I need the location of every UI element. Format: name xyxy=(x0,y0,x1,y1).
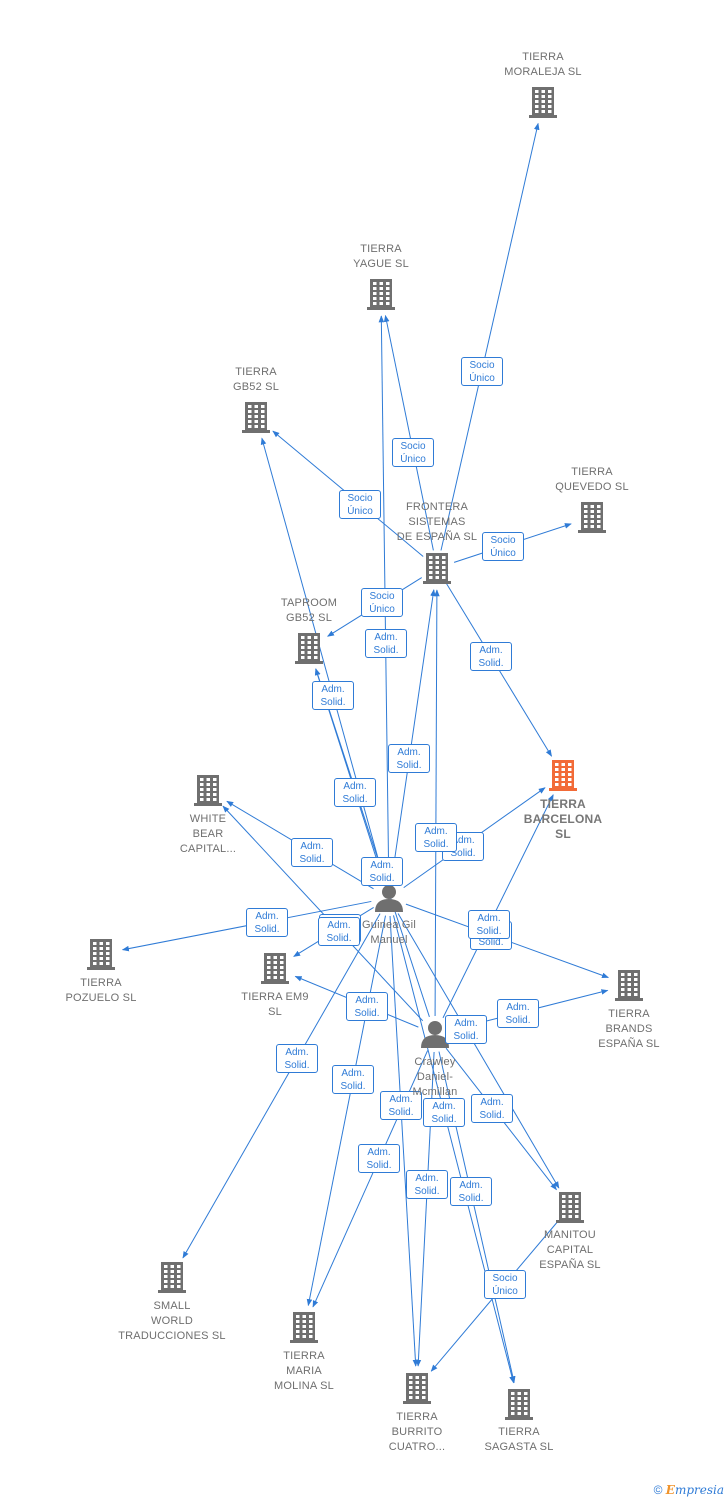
edge-label-frontera-barcelona[interactable]: Adm. Solid. xyxy=(470,642,512,671)
node-label-taproom[interactable]: TAPROOM GB52 SL xyxy=(280,597,338,624)
edge-guinea-manitou xyxy=(397,913,560,1189)
edge-label-crawley-brands[interactable]: Adm. Solid. xyxy=(497,999,539,1028)
edge-label-frontera-yague[interactable]: Socio Único xyxy=(392,438,434,467)
copyright-symbol: © xyxy=(653,1483,663,1497)
edge-label-guinea-taproom[interactable]: Adm. Solid. xyxy=(334,778,376,807)
edge-guinea-maria xyxy=(306,915,386,1307)
edge-label-crawley-barcelona[interactable]: Adm. Solid. xyxy=(468,910,510,939)
brand-logo[interactable]: Empresia xyxy=(665,1483,724,1497)
edge-label-guinea-smallworld[interactable]: Adm. Solid. xyxy=(276,1044,318,1073)
building-icon[interactable] xyxy=(158,1262,186,1293)
edge-guinea-sagasta xyxy=(392,915,515,1384)
edge-label-crawley-whitebear[interactable]: Adm. Solid. xyxy=(318,917,360,946)
building-icon[interactable] xyxy=(615,970,643,1001)
edge-crawley-taproom xyxy=(315,668,430,1018)
edge-guinea-smallworld xyxy=(182,913,381,1259)
edge-label-guinea-pozuelo[interactable]: Adm. Solid. xyxy=(246,908,288,937)
edge-label-crawley-sagasta[interactable]: Adm. Solid. xyxy=(450,1177,492,1206)
node-label-barcelona[interactable]: TIERRA BARCELONA SL xyxy=(523,797,603,841)
node-label-crawley[interactable]: Crawley Daniel- Mcmillan xyxy=(412,1056,458,1098)
edge-crawley-whitebear xyxy=(222,805,424,1022)
building-icon[interactable] xyxy=(295,633,323,664)
footer-brand: © Empresia xyxy=(654,1483,724,1497)
node-label-manitou[interactable]: MANITOU CAPITAL ESPAÑA SL xyxy=(539,1229,601,1271)
node-label-brands[interactable]: TIERRA BRANDS ESPAÑA SL xyxy=(598,1008,660,1050)
edge-crawley-barcelona xyxy=(442,794,554,1019)
edge-label-guinea-whitebear[interactable]: Adm. Solid. xyxy=(291,838,333,867)
person-icon[interactable] xyxy=(421,1021,449,1048)
edge-label-frontera-moraleja[interactable]: Socio Único xyxy=(461,357,503,386)
edge-label-frontera-quevedo[interactable]: Socio Único xyxy=(482,532,524,561)
building-icon[interactable] xyxy=(242,402,270,433)
node-label-frontera[interactable]: FRONTERA SISTEMAS DE ESPAÑA SL xyxy=(396,501,478,543)
edge-label-guinea-gb52[interactable]: Adm. Solid. xyxy=(312,681,354,710)
node-label-sagasta[interactable]: TIERRA SAGASTA SL xyxy=(484,1426,554,1453)
building-icon[interactable] xyxy=(290,1312,318,1343)
node-label-smallworld[interactable]: SMALL WORLD TRADUCCIONES SL xyxy=(118,1300,226,1342)
building-icon[interactable] xyxy=(549,760,577,791)
edge-label-crawley-taproom[interactable]: Adm. Solid. xyxy=(361,857,403,886)
edge-label-guinea-yague[interactable]: Adm. Solid. xyxy=(365,629,407,658)
building-icon[interactable] xyxy=(367,279,395,310)
edge-label-crawley-manitou[interactable]: Adm. Solid. xyxy=(471,1094,513,1123)
node-label-em9[interactable]: TIERRA EM9 SL xyxy=(241,991,309,1018)
node-label-burrito[interactable]: TIERRA BURRITO CUATRO... xyxy=(388,1411,446,1453)
edge-frontera-yague xyxy=(383,314,434,551)
building-icon[interactable] xyxy=(423,553,451,584)
edges-layer xyxy=(121,122,609,1384)
edge-label-guinea-manitou[interactable]: Adm. Solid. xyxy=(445,1015,487,1044)
edge-label-crawley-frontera[interactable]: Adm. Solid. xyxy=(415,823,457,852)
edge-label-frontera-taproom[interactable]: Socio Único xyxy=(361,588,403,617)
building-icon[interactable] xyxy=(578,502,606,533)
node-label-guinea[interactable]: Guinea Gil Manuel xyxy=(362,919,416,946)
edge-label-guinea-burrito[interactable]: Adm. Solid. xyxy=(380,1091,422,1120)
person-icon[interactable] xyxy=(375,885,403,912)
building-icon[interactable] xyxy=(261,953,289,984)
node-label-maria[interactable]: TIERRA MARIA MOLINA SL xyxy=(274,1350,334,1392)
node-label-moraleja[interactable]: TIERRA MORALEJA SL xyxy=(504,51,582,78)
building-icon[interactable] xyxy=(505,1389,533,1420)
node-label-yague[interactable]: TIERRA YAGUE SL xyxy=(353,243,409,270)
edge-label-manitou-burrito[interactable]: Socio Único xyxy=(484,1270,526,1299)
edge-guinea-burrito xyxy=(389,915,419,1367)
node-label-quevedo[interactable]: TIERRA QUEVEDO SL xyxy=(555,466,629,493)
edge-label-crawley-em9[interactable]: Adm. Solid. xyxy=(346,992,388,1021)
building-icon[interactable] xyxy=(529,87,557,118)
node-label-whitebear[interactable]: WHITE BEAR CAPITAL... xyxy=(179,813,237,855)
building-icon[interactable] xyxy=(556,1192,584,1223)
edge-label-guinea-maria[interactable]: Adm. Solid. xyxy=(332,1065,374,1094)
edge-guinea-frontera xyxy=(391,589,436,881)
building-icon[interactable] xyxy=(87,939,115,970)
node-label-pozuelo[interactable]: TIERRA POZUELO SL xyxy=(65,977,137,1004)
edge-frontera-moraleja xyxy=(440,122,540,551)
building-icon[interactable] xyxy=(403,1373,431,1404)
edge-label-guinea-frontera[interactable]: Adm. Solid. xyxy=(388,744,430,773)
edge-crawley-frontera xyxy=(434,589,440,1017)
edge-label-crawley-maria[interactable]: Adm. Solid. xyxy=(358,1144,400,1173)
node-label-gb52[interactable]: TIERRA GB52 SL xyxy=(232,366,280,393)
edge-label-crawley-burrito[interactable]: Adm. Solid. xyxy=(406,1170,448,1199)
edge-label-guinea-sagasta[interactable]: Adm. Solid. xyxy=(423,1098,465,1127)
building-icon[interactable] xyxy=(194,775,222,806)
edge-label-frontera-gb52[interactable]: Socio Único xyxy=(339,490,381,519)
